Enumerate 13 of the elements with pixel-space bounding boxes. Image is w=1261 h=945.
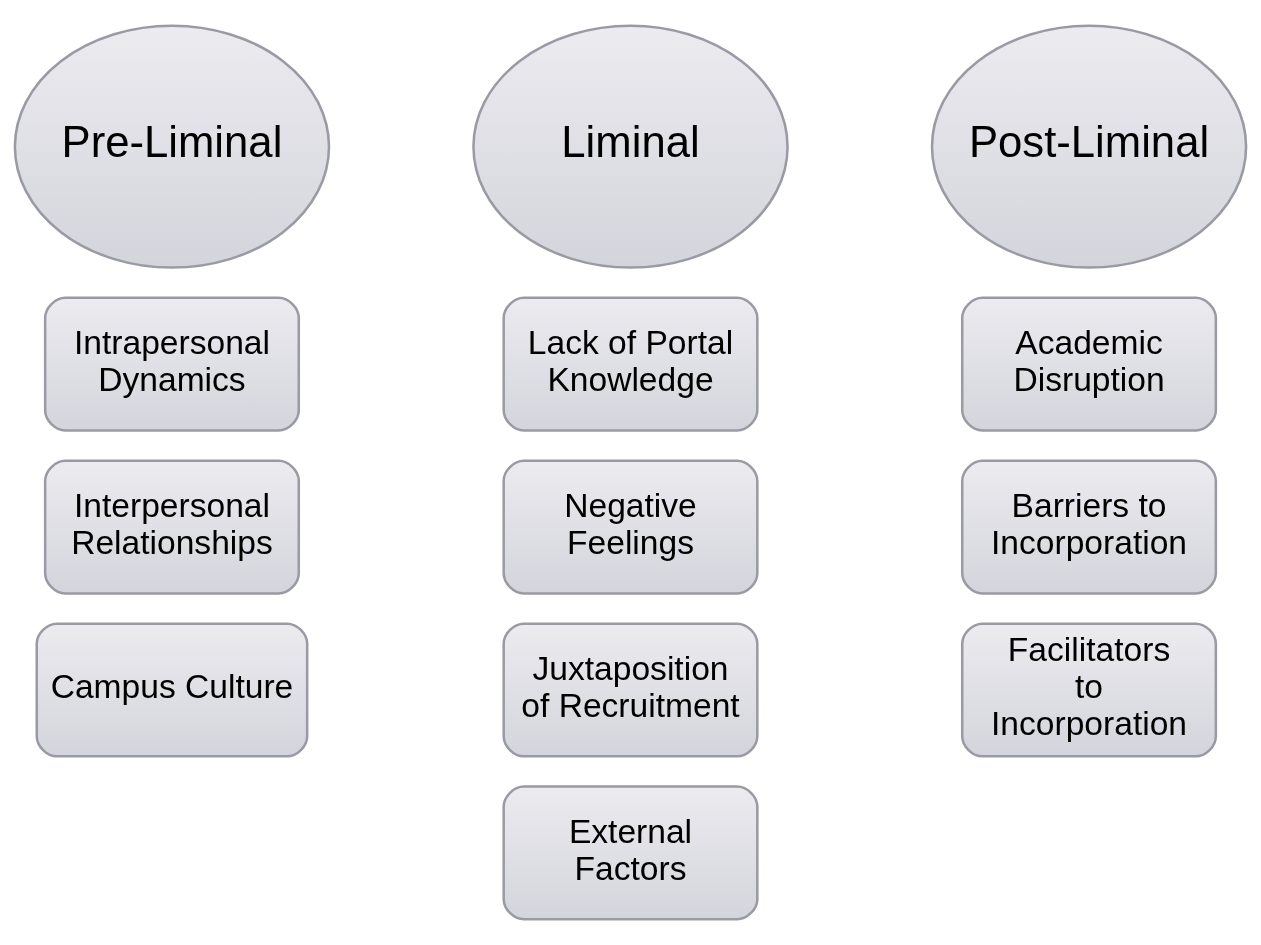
node-ellipse: Post-Liminal [930, 24, 1248, 269]
node-box: Lack of Portal Knowledge [502, 296, 759, 432]
node-box: Juxtaposition of Recruitment [502, 622, 759, 758]
node-box: Barriers to Incorporation [960, 459, 1218, 595]
node-box: Academic Disruption [960, 296, 1218, 432]
node-box: External Factors [502, 785, 759, 921]
node-box: Interpersonal Relationships [43, 459, 301, 595]
node-box: Facilitators to Incorporation [960, 622, 1218, 758]
node-ellipse: Pre-Liminal [13, 24, 331, 269]
node-box: Negative Feelings [502, 459, 759, 595]
node-ellipse: Liminal [472, 24, 789, 269]
node-box: Campus Culture [35, 622, 309, 758]
node-box: Intrapersonal Dynamics [43, 296, 301, 432]
